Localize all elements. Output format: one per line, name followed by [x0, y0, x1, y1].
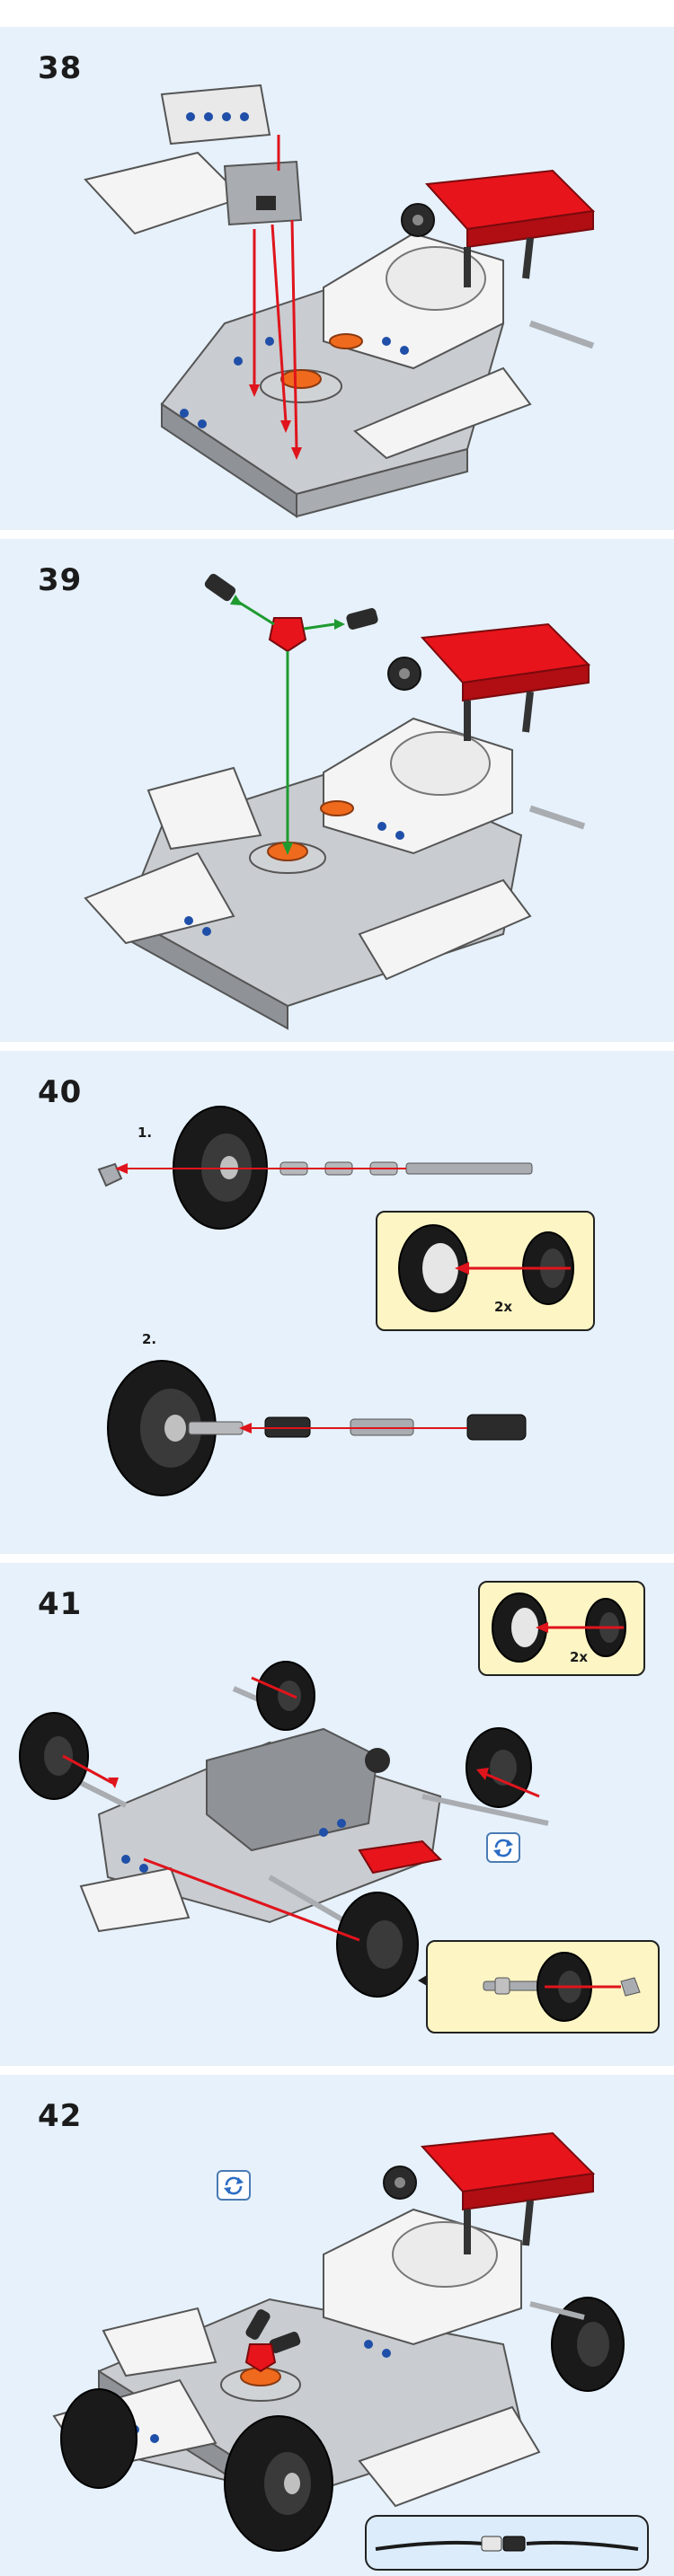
- step-41-panel: 41: [0, 1563, 674, 2066]
- step-number: 39: [38, 562, 83, 598]
- step-38-panel: 38: [0, 27, 674, 530]
- step-42-panel: 42: [0, 2075, 674, 2576]
- rubber-band-detail: [365, 2515, 649, 2571]
- quantity-label: 2x: [570, 1649, 589, 1665]
- wheel-subassembly-callout: [426, 1940, 660, 2033]
- step-42-illustration: [52, 2131, 625, 2552]
- tire-rim-diagram: [492, 1592, 626, 1663]
- tire-callout: 2x: [376, 1211, 595, 1331]
- tire-callout: 2x: [478, 1581, 645, 1676]
- rotate-model-icon: [217, 2170, 251, 2201]
- step-39-illustration: [84, 573, 591, 1030]
- quantity-label: 2x: [494, 1299, 513, 1315]
- step-38-illustration: [84, 84, 596, 518]
- step-number: 38: [38, 50, 83, 86]
- step-number: 42: [38, 2098, 83, 2134]
- substep-label: 2.: [142, 1331, 157, 1347]
- rotate-arrows-icon: [224, 2176, 244, 2195]
- step-39-panel: 39: [0, 539, 674, 1042]
- rubber-band-diagram: [375, 2536, 639, 2552]
- substep-label: 1.: [137, 1125, 153, 1141]
- rotate-arrows-icon: [493, 1839, 513, 1857]
- step-number: 41: [38, 1586, 83, 1622]
- tire-rim-diagram: [398, 1224, 574, 1312]
- step-number: 40: [38, 1074, 83, 1110]
- rotate-model-icon: [486, 1832, 520, 1863]
- step-41-illustration: [19, 1661, 549, 1998]
- step-40-illustration: [97, 1106, 533, 1496]
- step-40-panel: 40 1. 2. 2x: [0, 1051, 674, 1554]
- wheel-subassembly-diagram: [483, 1952, 641, 2022]
